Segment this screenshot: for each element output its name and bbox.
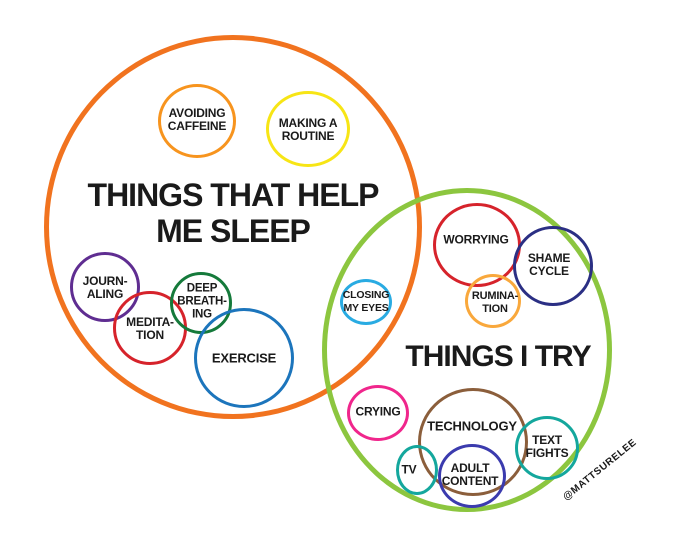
things-i-try-circle <box>322 188 612 512</box>
adult-content-label-line: ADULT <box>450 461 490 475</box>
tv-label-line: TV <box>401 462 417 477</box>
shame-cycle-label-line: SHAME <box>527 251 571 265</box>
making-a-routine-label-line: ROUTINE <box>281 129 335 143</box>
text-fights-label-line: TEXT <box>532 433 562 447</box>
deep-breathing-label-line: DEEP <box>186 282 218 295</box>
worrying-label-line: WORRYING <box>443 232 509 247</box>
avoiding-caffeine-label-line: CAFFEINE <box>167 119 227 133</box>
worrying-label: WORRYING <box>443 232 509 247</box>
tv-circle <box>396 445 438 495</box>
making-a-routine-circle <box>266 91 350 167</box>
closing-my-eyes-circle <box>340 279 392 325</box>
avoiding-caffeine-label-line: AVOIDING <box>168 106 226 120</box>
rumination-label: RUMINA-TION <box>472 290 518 316</box>
closing-my-eyes-label-line: CLOSING <box>342 289 390 301</box>
things-i-try-title: THINGS I TRY <box>405 340 591 374</box>
journaling-label-line: ALING <box>86 287 124 301</box>
deep-breathing-label-line: ING <box>192 308 212 321</box>
adult-content-label-line: CONTENT <box>441 474 499 488</box>
deep-breathing-label-line: BREATH- <box>177 295 227 308</box>
exercise-circle <box>194 308 294 408</box>
rumination-circle <box>465 274 521 328</box>
things-that-help-me-sleep-title-line: ME SLEEP <box>156 213 311 249</box>
text-fights-circle <box>515 416 579 480</box>
crying-label: CRYING <box>355 404 401 419</box>
closing-my-eyes-label-line: MY EYES <box>343 302 389 314</box>
journaling-label: JOURN-ALING <box>83 275 128 301</box>
technology-label-line: TECHNOLOGY <box>427 418 517 434</box>
crying-circle <box>347 385 409 441</box>
exercise-label-line: EXERCISE <box>211 350 277 366</box>
meditation-label-line: MEDITA- <box>126 315 174 329</box>
technology-label: TECHNOLOGY <box>427 420 517 433</box>
adult-content-circle <box>438 444 506 508</box>
meditation-label: MEDITA-TION <box>126 316 174 342</box>
crying-label-line: CRYING <box>355 404 401 419</box>
things-i-try-title-line: THINGS I TRY <box>405 340 591 373</box>
shame-cycle-label-line: CYCLE <box>529 264 569 278</box>
things-that-help-me-sleep-title-line: THINGS THAT HELP <box>87 177 380 213</box>
meditation-label-line: TION <box>136 328 164 342</box>
exercise-label: EXERCISE <box>212 352 276 365</box>
journaling-circle <box>70 252 140 322</box>
shame-cycle-circle <box>513 226 593 306</box>
avoiding-caffeine-circle <box>158 84 236 158</box>
rumination-label-line: RUMINA- <box>471 290 519 302</box>
text-fights-label-line: FIGHTS <box>525 446 569 460</box>
tv-label: TV <box>401 462 417 477</box>
journaling-label-line: JOURN- <box>82 274 128 288</box>
making-a-routine-label-line: MAKING A <box>278 116 338 130</box>
rumination-label-line: TION <box>482 303 508 315</box>
